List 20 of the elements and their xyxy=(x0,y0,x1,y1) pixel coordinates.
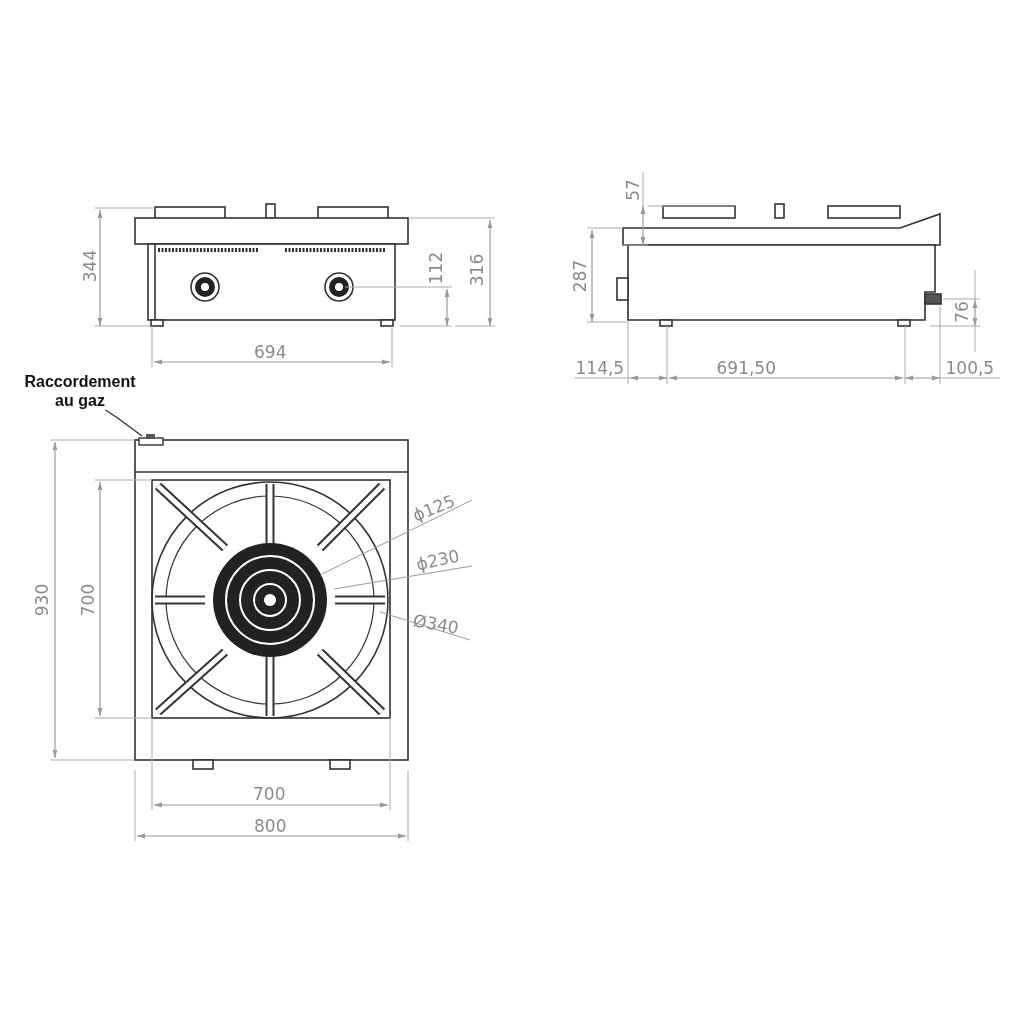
dimension-value: 700 xyxy=(79,583,98,617)
gas-connector-fitting xyxy=(138,431,164,444)
dimension-value: ϕ230 xyxy=(414,546,462,574)
dimension-value: 344 xyxy=(81,249,100,283)
dimension-value: 100,5 xyxy=(945,359,995,377)
leader-line xyxy=(104,409,143,437)
dimension-value: 316 xyxy=(468,253,487,287)
dimension-value: 800 xyxy=(254,817,287,835)
dimension-value: 694 xyxy=(254,343,287,361)
dimension-value: 287 xyxy=(571,259,590,293)
dimension-value: Ø340 xyxy=(411,611,461,637)
dimension-value: 691,50 xyxy=(716,359,776,377)
dimension-value: 112 xyxy=(427,251,446,285)
dimension-value: 57 xyxy=(623,179,642,201)
dimension-value: 114,5 xyxy=(575,359,625,377)
dimension-value: ϕ125 xyxy=(410,491,458,525)
dimension-value: 76 xyxy=(952,301,971,323)
dimension-value: 930 xyxy=(33,583,52,617)
callout-text: Raccordement au gaz xyxy=(16,372,144,410)
dimension-value: 700 xyxy=(253,785,286,803)
